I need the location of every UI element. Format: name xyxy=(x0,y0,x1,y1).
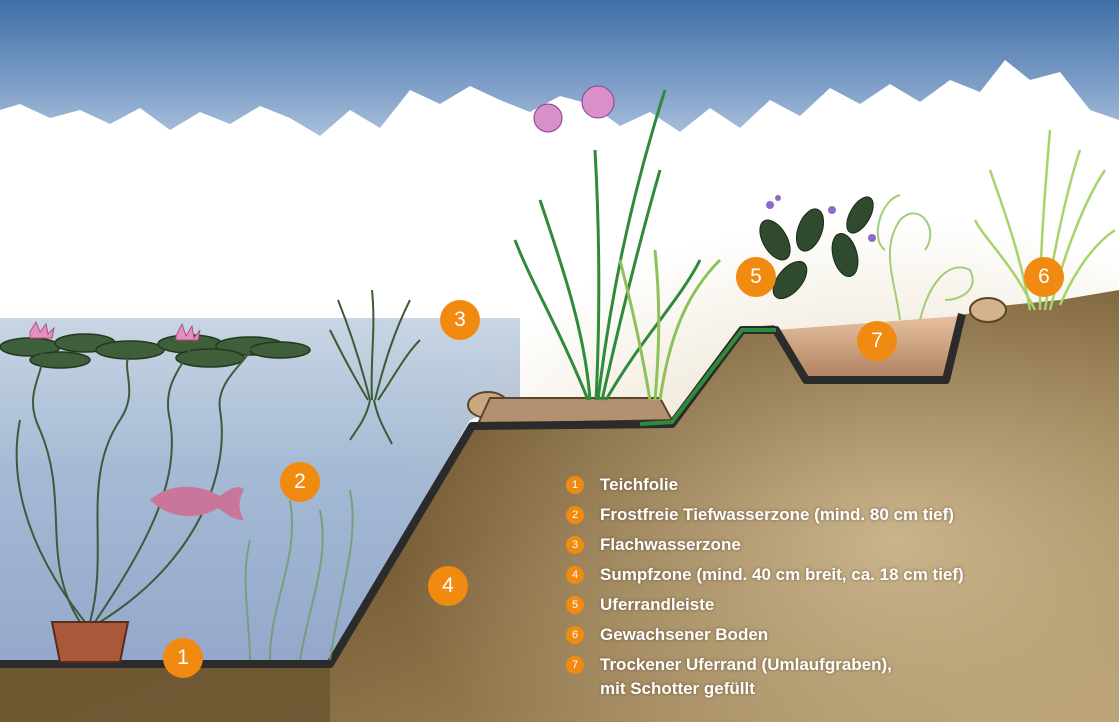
legend-label: Frostfreie Tiefwasserzone (mind. 80 cm t… xyxy=(600,503,954,527)
legend-number: 4 xyxy=(566,566,584,584)
legend-label-line2: mit Schotter gefüllt xyxy=(600,677,892,701)
legend-item: 6 Gewachsener Boden xyxy=(566,623,1106,653)
legend-number: 6 xyxy=(566,626,584,644)
legend-label-line1: Trockener Uferrand (Umlaufgraben), xyxy=(600,653,892,677)
legend-item: 2 Frostfreie Tiefwasserzone (mind. 80 cm… xyxy=(566,503,1106,533)
legend-number: 5 xyxy=(566,596,584,614)
marker-1: 1 xyxy=(163,638,203,678)
plant-basket xyxy=(52,622,128,662)
legend-item: 5 Uferrandleiste xyxy=(566,593,1106,623)
legend-item: 7 Trockener Uferrand (Umlaufgraben), mit… xyxy=(566,653,1106,707)
legend-item: 1 Teichfolie xyxy=(566,473,1106,503)
legend-number: 7 xyxy=(566,656,584,674)
marker-4: 4 xyxy=(428,566,468,606)
legend-label: Uferrandleiste xyxy=(600,593,714,617)
rim-stone xyxy=(970,298,1006,322)
legend-item: 4 Sumpfzone (mind. 40 cm breit, ca. 18 c… xyxy=(566,563,1106,593)
pond-bottom-soil xyxy=(0,668,330,722)
marker-5: 5 xyxy=(736,257,776,297)
legend-label: Flachwasserzone xyxy=(600,533,741,557)
legend-label: Teichfolie xyxy=(600,473,678,497)
marker-6: 6 xyxy=(1024,257,1064,297)
marker-2: 2 xyxy=(280,462,320,502)
marker-7: 7 xyxy=(857,321,897,361)
legend-label: Trockener Uferrand (Umlaufgraben), mit S… xyxy=(600,653,892,701)
legend-item: 3 Flachwasserzone xyxy=(566,533,1106,563)
shelf-soil xyxy=(478,398,672,424)
legend-number: 3 xyxy=(566,536,584,554)
legend-number: 1 xyxy=(566,476,584,494)
legend-label: Gewachsener Boden xyxy=(600,623,768,647)
legend-number: 2 xyxy=(566,506,584,524)
marker-3: 3 xyxy=(440,300,480,340)
legend-label: Sumpfzone (mind. 40 cm breit, ca. 18 cm … xyxy=(600,563,964,587)
legend: 1 Teichfolie 2 Frostfreie Tiefwasserzone… xyxy=(566,473,1106,707)
